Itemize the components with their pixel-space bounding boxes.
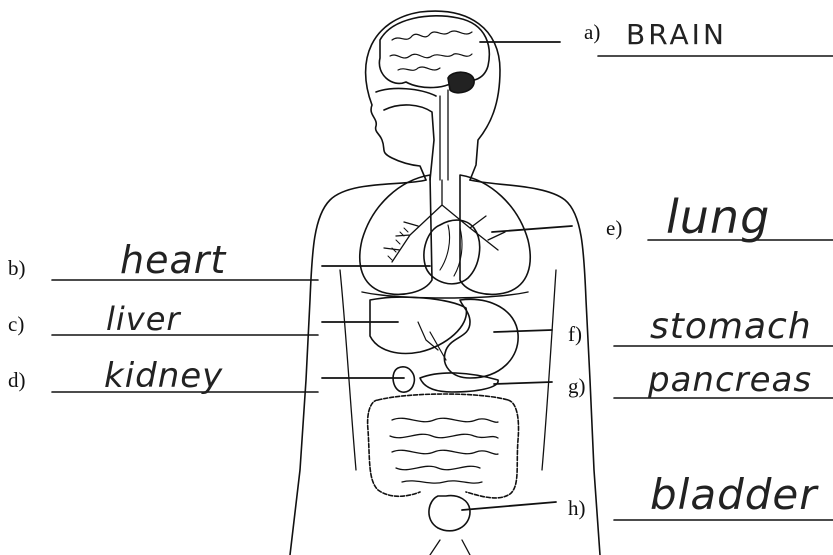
- liver-shape: [370, 297, 466, 353]
- answer-e: lung: [666, 190, 770, 244]
- label-letter-h: h): [568, 496, 586, 521]
- label-letter-d: d): [8, 368, 26, 393]
- lung-left-shape: [360, 175, 432, 294]
- label-letter-c: c): [8, 312, 24, 337]
- answer-d: kidney: [104, 356, 223, 396]
- label-letter-g: g): [568, 374, 586, 399]
- pointer-e: [492, 226, 572, 232]
- answer-b: heart: [120, 238, 226, 282]
- pointer-h: [462, 502, 556, 510]
- label-letter-b: b): [8, 256, 26, 281]
- pointer-g: [494, 382, 552, 384]
- label-letter-a: a): [584, 20, 600, 45]
- cerebellum-shape: [448, 72, 474, 93]
- torso-outline: [290, 180, 600, 555]
- answer-f: stomach: [650, 306, 812, 347]
- answer-h: bladder: [650, 470, 818, 519]
- answer-a: BRAIN: [626, 18, 727, 51]
- answer-g: pancreas: [648, 360, 812, 400]
- stomach-shape: [444, 299, 518, 378]
- pointer-f: [494, 330, 552, 332]
- kidney-shape: [393, 367, 414, 392]
- small-intestine-shape: [390, 418, 498, 483]
- label-letter-f: f): [568, 322, 582, 347]
- answer-c: liver: [106, 300, 181, 338]
- label-letter-e: e): [606, 216, 622, 241]
- bladder-shape: [429, 496, 470, 531]
- lung-right-shape: [460, 175, 530, 294]
